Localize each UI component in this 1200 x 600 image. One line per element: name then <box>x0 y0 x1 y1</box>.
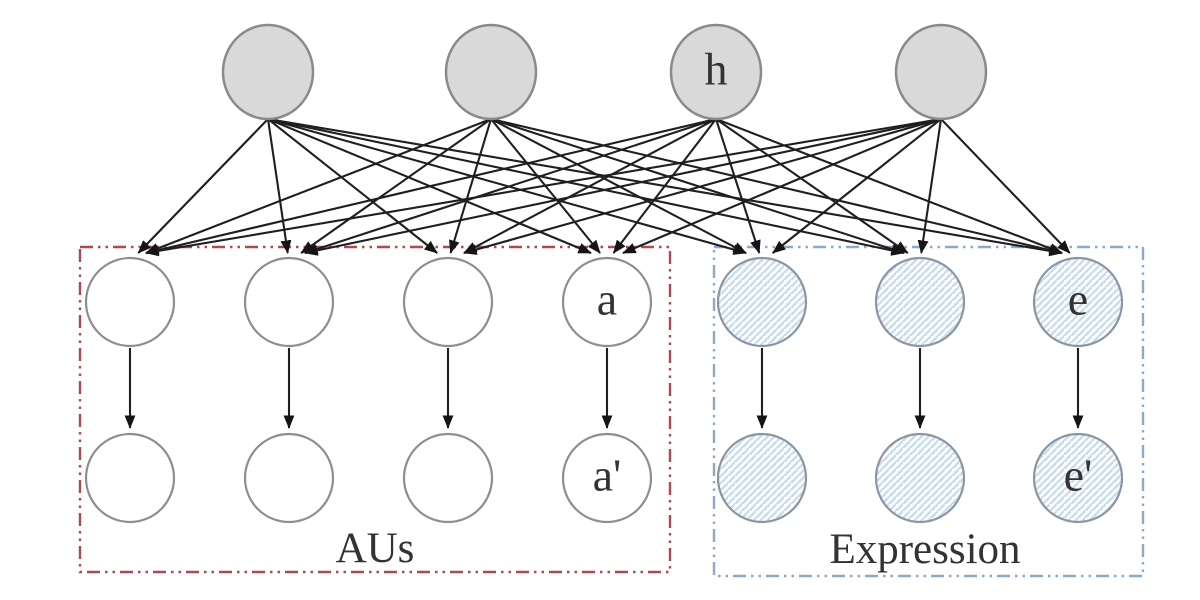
au-node-3 <box>402 256 494 348</box>
edge-hidden-to-visible <box>772 118 942 254</box>
hidden-node-4 <box>894 23 988 121</box>
expression-prime-node-3 <box>1032 432 1124 524</box>
au-prime-node-2 <box>243 432 335 524</box>
au-node-2 <box>243 256 335 348</box>
hidden-node-1 <box>221 23 315 121</box>
au-node-label-4: a <box>597 274 617 325</box>
au-node-4 <box>561 256 653 348</box>
edge-hidden-to-visible <box>304 118 717 255</box>
labels: AUs Expression h a a' e e' <box>336 44 1093 573</box>
expression-node-label-3: e <box>1068 274 1088 325</box>
edge-hidden-to-visible <box>715 118 761 254</box>
edge-hidden-to-visible <box>267 117 905 256</box>
hidden-to-visible-edges <box>137 117 1071 257</box>
edge-hidden-to-visible <box>137 118 269 254</box>
nodes <box>84 23 1124 524</box>
vertical-temporal-edges <box>124 348 1084 429</box>
edge-hidden-to-visible <box>300 118 492 254</box>
edge-hidden-to-visible <box>490 117 1063 256</box>
expression-label: Expression <box>829 526 1020 573</box>
edge-hidden-to-visible <box>490 118 905 255</box>
edge-hidden-to-visible <box>304 117 942 256</box>
edge-hidden-to-visible <box>267 117 747 255</box>
hidden-node-3 <box>669 23 763 121</box>
edge-hidden-to-visible <box>267 118 438 254</box>
hidden-node-2 <box>444 23 538 121</box>
edge-hidden-to-visible <box>463 117 942 255</box>
expression-prime-node-2 <box>874 432 966 524</box>
au-node-1 <box>84 256 176 348</box>
edge-hidden-to-visible <box>448 118 493 254</box>
aus-box <box>78 245 672 574</box>
hidden-node-label-3: h <box>705 44 728 95</box>
au-prime-node-4 <box>561 432 653 524</box>
au-prime-node-label-4: a' <box>593 450 622 501</box>
au-prime-node-1 <box>84 432 176 524</box>
aus-label: AUs <box>336 525 415 572</box>
edge-hidden-to-visible <box>715 118 1063 254</box>
edge-hidden-to-visible <box>612 118 717 254</box>
expression-node-2 <box>874 256 966 348</box>
expression-node-1 <box>716 256 808 348</box>
edge-hidden-to-visible <box>145 118 492 254</box>
au-prime-node-3 <box>402 432 494 524</box>
edge-hidden-to-visible <box>917 118 943 254</box>
edge-hidden-to-visible <box>715 118 909 254</box>
edge-hidden-to-visible <box>622 118 942 254</box>
edge-hidden-to-visible <box>145 117 942 257</box>
group-boxes <box>78 245 1145 578</box>
edge-hidden-to-visible <box>940 118 1071 254</box>
edge-hidden-to-visible <box>145 117 717 256</box>
expression-node-3 <box>1032 256 1124 348</box>
edge-hidden-to-visible <box>463 118 717 254</box>
expression-prime-node-label-3: e' <box>1064 450 1093 501</box>
expression-prime-node-1 <box>716 432 808 524</box>
